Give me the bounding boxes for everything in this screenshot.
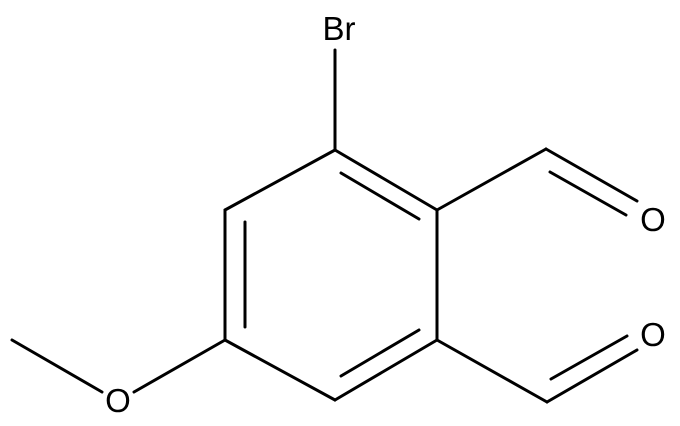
bond-lower-co-double	[549, 334, 629, 381]
upper-oxygen-label: O	[640, 201, 666, 238]
ring-bond-c4-c5	[223, 338, 337, 402]
ring-bond-c6-c1	[223, 148, 337, 212]
ring-bond-c1-c2	[333, 148, 439, 212]
bromine-label: Br	[323, 10, 356, 47]
ring-bond-c3-c4	[333, 338, 439, 402]
bond-o-methyl	[10, 338, 104, 394]
bond-c3-cho-carbon	[435, 338, 549, 404]
bond-c2-cho-carbon	[435, 147, 548, 212]
ring-inner-bond-c1-c2	[339, 171, 421, 221]
bond-upper-co-double	[548, 170, 628, 217]
bond-c5-o-methoxy	[132, 338, 227, 394]
lower-oxygen-label: O	[640, 316, 666, 353]
bond-upper-co-single	[544, 147, 639, 203]
ring-inner-bond-c3-c4	[339, 328, 421, 378]
methoxy-oxygen-label: O	[105, 382, 131, 419]
bond-lower-co-single	[545, 348, 639, 404]
